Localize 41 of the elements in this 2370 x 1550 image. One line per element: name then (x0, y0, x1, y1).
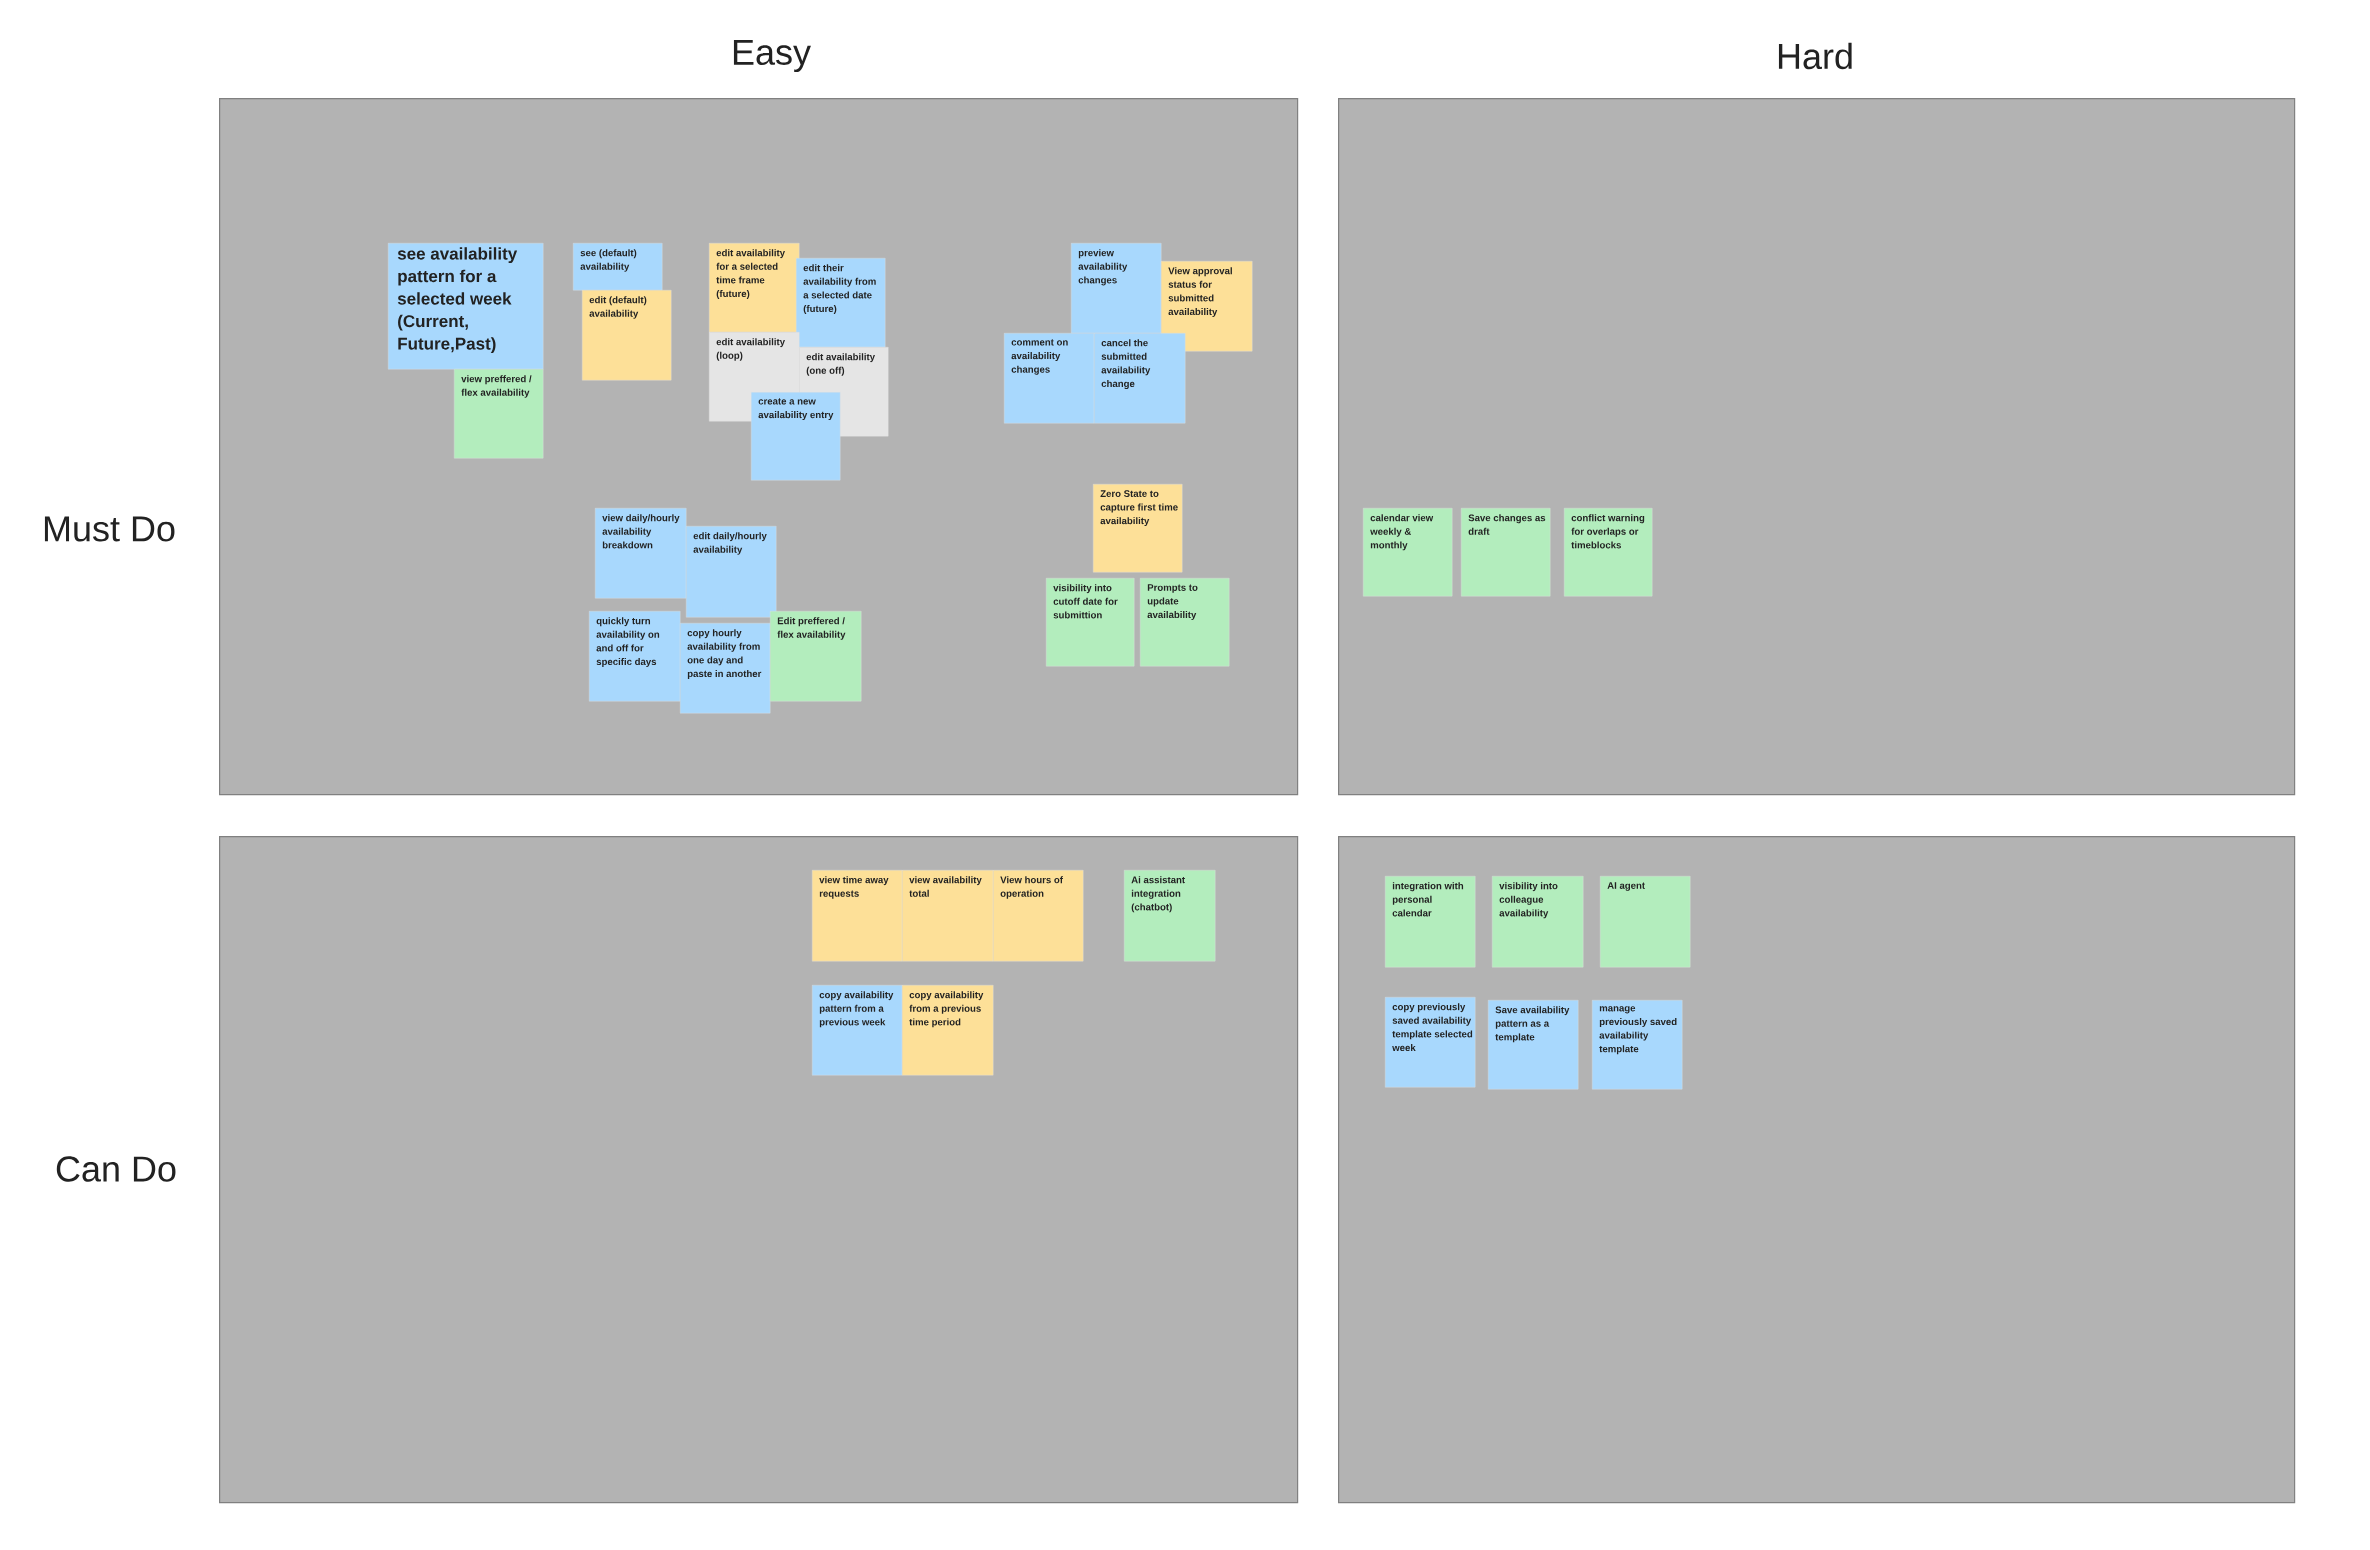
sticky-note: manage previously saved availability template (1592, 1000, 1683, 1090)
sticky-note: view time away requests (812, 870, 903, 962)
sticky-note: edit availability for a selected time frame (future) (709, 243, 800, 333)
sticky-note: preview availability changes (1071, 243, 1162, 334)
sticky-note: copy previously saved availability template selected week (1385, 997, 1476, 1088)
sticky-note: conflict warning for overlaps or timeblocks (1564, 508, 1653, 597)
row-heading: Can Do (56, 1156, 176, 1182)
sticky-note: Save availability pattern as a template (1488, 1000, 1579, 1090)
sticky-note: comment on availability changes (1004, 333, 1095, 424)
sticky-note: calendar view weekly & monthly (1363, 508, 1453, 597)
sticky-note: see availability pattern for a selected week (Current, Future,Past) (388, 243, 544, 370)
column-heading: Easy (733, 39, 811, 73)
sticky-note: view availability total (902, 870, 994, 962)
sticky-note: copy availability pattern from a previous week (812, 985, 903, 1076)
sticky-note: quickly turn availability on and off for specific days (589, 611, 681, 702)
sticky-note: see (default) availability (573, 243, 663, 291)
quadrant-panel (1338, 98, 2296, 796)
sticky-note: visibility into cutoff date for submittion (1046, 578, 1135, 667)
quadrant-panel (1338, 836, 2296, 1504)
sticky-note: view preffered / flex availability (454, 369, 544, 459)
sticky-note: create a new availability entry (751, 392, 841, 481)
sticky-note: visibility into colleague availability (1492, 876, 1584, 968)
sticky-note: View hours of operation (993, 870, 1084, 962)
sticky-note: Ai assistant integration (chatbot) (1124, 870, 1216, 962)
quadrant-panel (219, 836, 1299, 1504)
sticky-note: Edit preffered / flex availability (770, 611, 862, 702)
sticky-note: Zero State to capture first time availability (1093, 484, 1183, 573)
sticky-note: copy availability from a previous time period (902, 985, 994, 1076)
sticky-note: cancel the submitted availability change (1094, 333, 1186, 424)
sticky-note: edit their availability from a selected date (future) (796, 258, 886, 348)
column-heading: Hard (1778, 42, 1852, 70)
sticky-note: AI agent (1600, 876, 1691, 968)
sticky-note: edit (default) availability (582, 290, 672, 381)
sticky-note: edit daily/hourly availability (686, 526, 777, 618)
sticky-note: Prompts to update availability (1140, 578, 1230, 667)
sticky-note: View approval status for submitted availability (1161, 261, 1253, 352)
sticky-note: integration with personal calendar (1385, 876, 1476, 968)
sticky-note: copy hourly availability from one day and paste in another (680, 623, 771, 714)
sticky-note: view daily/hourly availability breakdown (595, 508, 687, 599)
row-heading: Must Do (44, 516, 175, 542)
sticky-note: Save changes as draft (1461, 508, 1551, 597)
